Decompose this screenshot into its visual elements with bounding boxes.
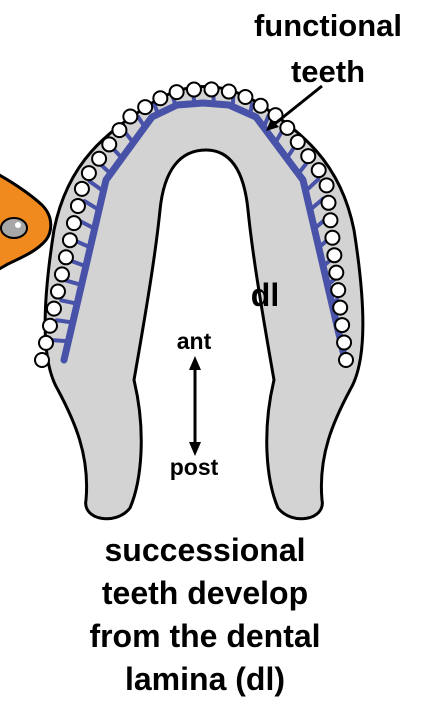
caption-line3: from the dental xyxy=(89,618,320,654)
tooth xyxy=(39,336,53,350)
eye xyxy=(1,218,27,238)
tooth xyxy=(47,302,61,316)
tooth xyxy=(204,82,218,96)
tooth xyxy=(92,152,106,166)
tooth xyxy=(102,137,116,151)
caption-line2: teeth develop xyxy=(102,575,308,611)
functional-label-line1: functional xyxy=(254,8,402,43)
tooth xyxy=(170,85,184,99)
tooth xyxy=(123,110,137,124)
tooth xyxy=(320,178,334,192)
tooth xyxy=(59,250,73,264)
tooth xyxy=(339,353,353,367)
tooth xyxy=(280,121,294,135)
tooth xyxy=(238,90,252,104)
tooth xyxy=(153,91,167,105)
tooth xyxy=(335,318,349,332)
tooth xyxy=(333,301,347,315)
reptile-head-icon xyxy=(0,172,51,272)
tooth xyxy=(312,163,326,177)
tooth xyxy=(51,285,65,299)
ant-label: ant xyxy=(177,328,212,354)
tooth xyxy=(291,135,305,149)
tooth xyxy=(254,99,268,113)
caption-line4: lamina (dl) xyxy=(125,661,285,697)
tooth xyxy=(337,336,351,350)
tooth xyxy=(329,266,343,280)
tooth xyxy=(112,123,126,137)
tooth xyxy=(63,233,77,247)
eye-highlight xyxy=(15,222,21,228)
tooth xyxy=(301,149,315,163)
caption-line1: successional xyxy=(105,532,306,568)
ant-post-arrow xyxy=(189,356,201,456)
tooth xyxy=(138,100,152,114)
functional-label-line2: teeth xyxy=(291,54,365,89)
tooth xyxy=(82,166,96,180)
tooth xyxy=(35,353,49,367)
tooth xyxy=(322,196,336,210)
tooth xyxy=(75,182,89,196)
tooth xyxy=(67,216,81,230)
dl-label: dl xyxy=(251,277,279,313)
tooth xyxy=(325,231,339,245)
tooth xyxy=(222,85,236,99)
tooth xyxy=(43,319,57,333)
tooth xyxy=(71,199,85,213)
tooth xyxy=(187,83,201,97)
tooth xyxy=(55,267,69,281)
tooth xyxy=(331,283,345,297)
tooth xyxy=(323,213,337,227)
tooth xyxy=(327,248,341,262)
post-label: post xyxy=(170,454,219,480)
